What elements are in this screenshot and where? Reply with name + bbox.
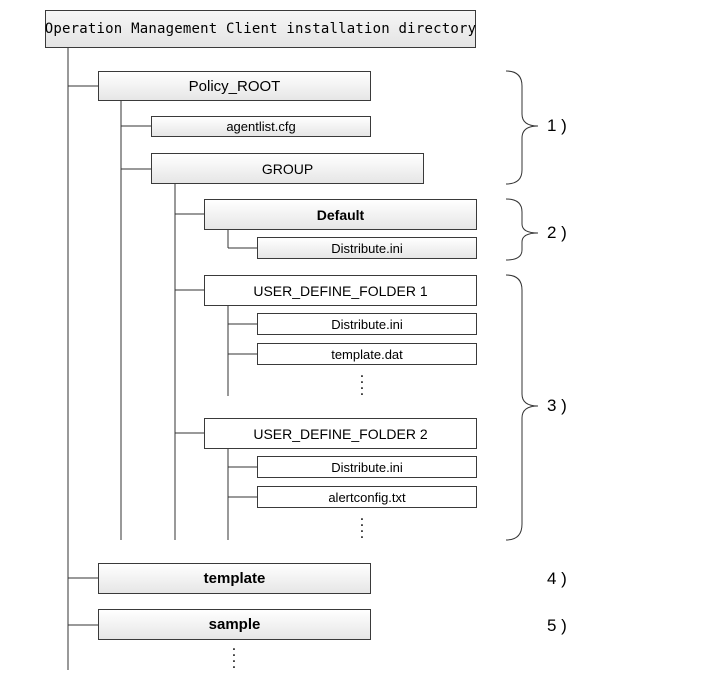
brace-2 (505, 198, 539, 261)
root-directory-box: Operation Management Client installation… (45, 10, 476, 48)
ellipsis-udf2: ···· (359, 512, 365, 546)
callout-5: 5 ) (547, 616, 567, 635)
folder-default-label: Default (316, 206, 365, 223)
file-agentlist-label: agentlist.cfg (226, 119, 296, 134)
folder-user-define-1: USER_DEFINE_FOLDER 1 (204, 275, 477, 306)
file-udf2-distribute: Distribute.ini (257, 456, 477, 478)
folder-template-label: template (203, 570, 266, 587)
folder-default: Default (204, 199, 477, 230)
file-udf1-template: template.dat (257, 343, 477, 365)
brace-3 (505, 274, 539, 541)
callout-3: 3 ) (547, 396, 567, 415)
folder-template: template (98, 563, 371, 594)
brace-1 (505, 70, 539, 185)
file-udf2-alertconfig: alertconfig.txt (257, 486, 477, 508)
ellipsis-root: ···· (231, 642, 237, 676)
callout-4: 4 ) (547, 569, 567, 588)
file-default-distribute: Distribute.ini (257, 237, 477, 259)
file-udf2-distribute-label: Distribute.ini (331, 459, 403, 475)
file-udf1-distribute: Distribute.ini (257, 313, 477, 335)
folder-group-label: GROUP (261, 160, 314, 177)
folder-user-define-1-label: USER_DEFINE_FOLDER 1 (253, 282, 428, 299)
folder-sample-label: sample (208, 616, 261, 633)
folder-policy-root-label: Policy_ROOT (188, 77, 281, 95)
callout-1: 1 ) (547, 116, 567, 135)
root-directory-label: Operation Management Client installation… (44, 21, 477, 37)
folder-user-define-2-label: USER_DEFINE_FOLDER 2 (253, 425, 428, 442)
ellipsis-udf1: ···· (359, 369, 365, 403)
file-udf2-alertconfig-label: alertconfig.txt (328, 489, 406, 505)
callout-2: 2 ) (547, 223, 567, 242)
file-default-distribute-label: Distribute.ini (331, 240, 403, 256)
folder-sample: sample (98, 609, 371, 640)
folder-group: GROUP (151, 153, 424, 184)
folder-policy-root: Policy_ROOT (98, 71, 371, 101)
file-udf1-template-label: template.dat (331, 346, 403, 362)
file-agentlist: agentlist.cfg (151, 116, 371, 137)
file-udf1-distribute-label: Distribute.ini (331, 316, 403, 332)
folder-user-define-2: USER_DEFINE_FOLDER 2 (204, 418, 477, 449)
